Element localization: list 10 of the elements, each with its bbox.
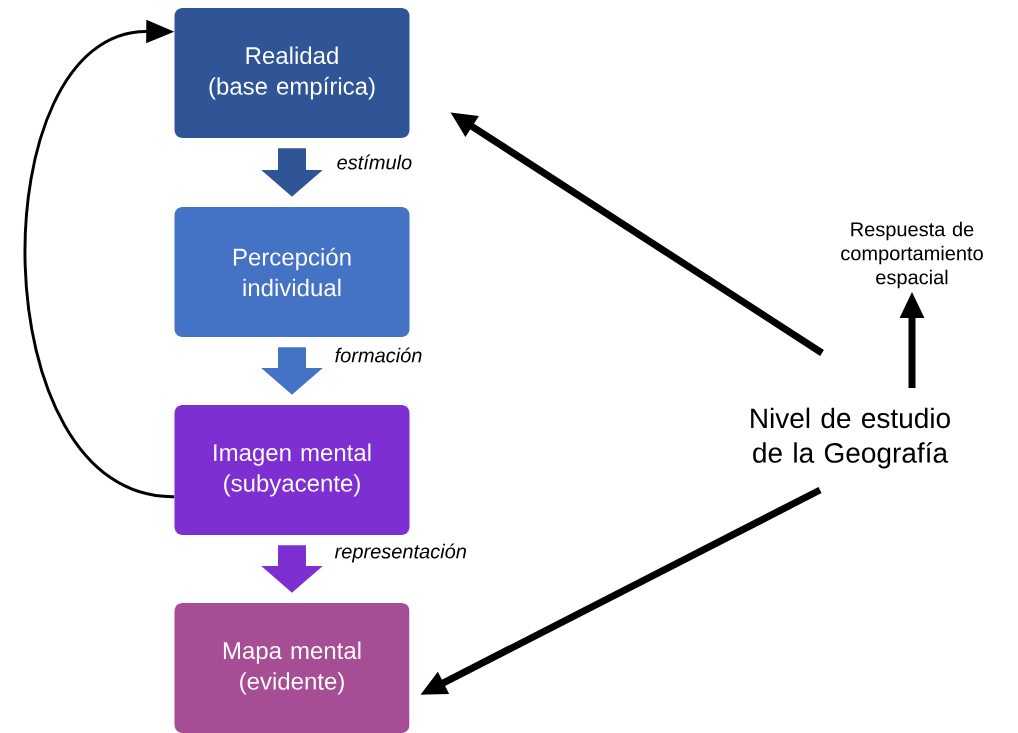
annotation-text: Respuesta de comportamiento espacial <box>841 221 983 289</box>
process-box: Percepción individual <box>174 207 410 337</box>
curved-arrow <box>23 19 175 499</box>
edge-label: formación <box>335 347 422 363</box>
process-box: Mapa mental (evidente) <box>174 603 410 733</box>
edge-label: estímulo <box>337 154 412 170</box>
edge-label: representación <box>334 543 466 563</box>
process-box: Realidad (base empírica) <box>174 8 410 138</box>
annotation-text: Nivel de estudio de la Geografía <box>751 407 950 469</box>
process-box: Imagen mental (subyacente) <box>174 405 410 535</box>
